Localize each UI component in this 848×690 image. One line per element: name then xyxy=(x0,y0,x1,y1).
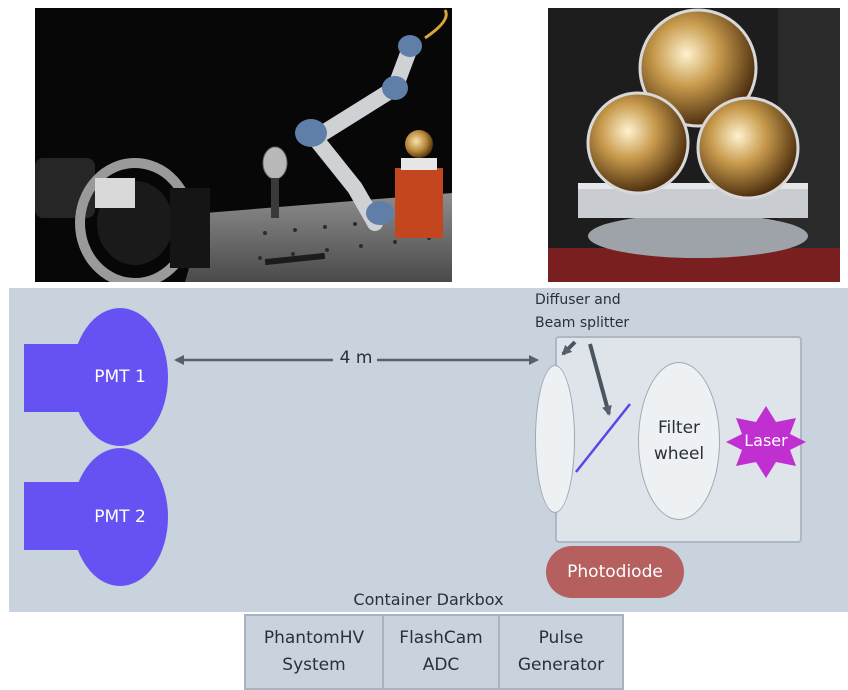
pmt-mount-photo xyxy=(548,8,840,282)
diffuser-label-line1: Diffuser and xyxy=(535,292,621,308)
flashcam-adc-box: FlashCam ADC xyxy=(382,614,500,690)
pmt-mount-image xyxy=(548,8,840,282)
pmt-1: PMT 1 xyxy=(72,308,168,446)
diffuser-label-line2: Beam splitter xyxy=(535,315,630,331)
photodiode-label: Photodiode xyxy=(567,562,663,582)
robot-arm-image xyxy=(35,8,452,282)
beam-splitter xyxy=(575,403,631,473)
filter-label-line2: wheel xyxy=(653,444,705,464)
darkbox-title: Container Darkbox xyxy=(353,590,504,609)
filter-label-line1: Filter xyxy=(657,418,701,438)
diffuser xyxy=(535,365,575,513)
laser-shape xyxy=(726,406,806,478)
pmt-2: PMT 2 xyxy=(72,448,168,586)
diffuser-pointer-arrow xyxy=(561,340,577,356)
phantomhv-system-box: PhantomHV System xyxy=(244,614,384,690)
pmt-1-label: PMT 1 xyxy=(94,367,146,387)
distance-label: 4 m xyxy=(339,348,373,368)
pmt-2-label: PMT 2 xyxy=(94,507,146,527)
filter-wheel: Filter wheel xyxy=(638,362,720,520)
robot-arm-photo xyxy=(35,8,452,282)
beam-splitter-pointer-arrow xyxy=(588,343,612,416)
laser-label: Laser xyxy=(744,431,788,450)
photodiode: Photodiode xyxy=(546,546,684,598)
pulse-generator-box: Pulse Generator xyxy=(498,614,624,690)
